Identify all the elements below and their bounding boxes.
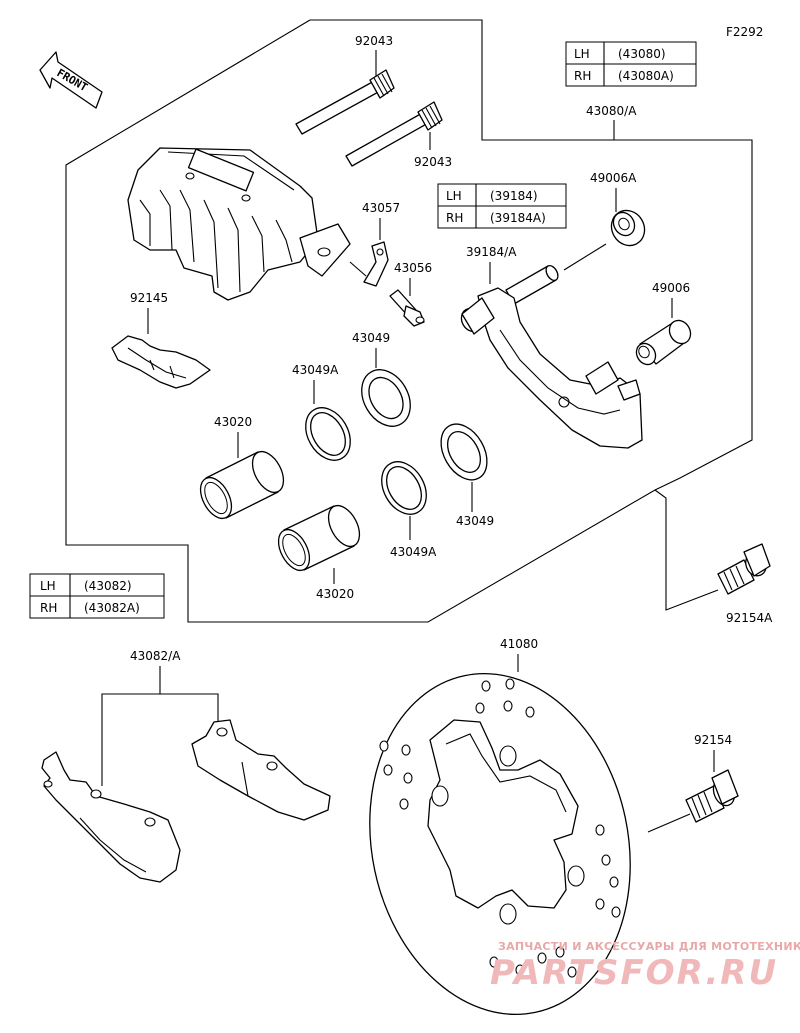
table-code: (43080A) (618, 69, 674, 83)
caliper-body (127, 147, 351, 301)
label-43020-a: 43020 (214, 415, 252, 429)
front-arrow-icon: FRONT (39, 51, 103, 109)
table-39184: LH (39184) RH (39184A) (437, 183, 567, 229)
part-43057 (363, 241, 389, 287)
watermark-logo: PARTSFOR.RU (490, 953, 778, 993)
label-43049A-a: 43049A (292, 363, 339, 377)
part-49006A (610, 209, 646, 247)
pin-92043-top (295, 69, 395, 135)
label-43082A: 43082/A (130, 649, 181, 663)
label-92154: 92154 (694, 733, 732, 747)
label-92154A: 92154A (726, 611, 773, 625)
table-side: LH (40, 579, 56, 593)
piston-43020-a (199, 450, 285, 520)
label-49006: 49006 (652, 281, 690, 295)
brake-disc-41080 (369, 673, 631, 1015)
table-side: RH (446, 211, 463, 225)
brake-pad-left (41, 751, 181, 883)
label-43049-b: 43049 (456, 514, 494, 528)
label-43049-a: 43049 (352, 331, 390, 345)
table-code: (43080) (618, 47, 666, 61)
table-code: (43082A) (84, 601, 140, 615)
table-side: RH (574, 69, 591, 83)
seal-43049-a (361, 369, 411, 427)
brake-pad-right (191, 719, 331, 821)
pin-92043-mid (345, 101, 443, 167)
label-39184A: 39184/A (466, 245, 517, 259)
label-43020-b: 43020 (316, 587, 354, 601)
seal-43049A-a (305, 407, 351, 461)
table-side: RH (40, 601, 57, 615)
diagram-code: F2292 (726, 25, 763, 39)
seal-43049-b (440, 423, 488, 481)
label-92145: 92145 (130, 291, 168, 305)
label-41080: 41080 (500, 637, 538, 651)
part-92145 (111, 335, 211, 389)
table-side: LH (446, 189, 462, 203)
bolt-92154A (717, 543, 771, 595)
part-49006 (635, 319, 692, 366)
label-92043-mid: 92043 (414, 155, 452, 169)
label-43056: 43056 (394, 261, 432, 275)
table-43080: LH (43080) RH (43080A) (565, 41, 697, 87)
table-code: (43082) (84, 579, 132, 593)
seal-43049A-b (381, 461, 427, 515)
table-code: (39184) (490, 189, 538, 203)
label-92043-top: 92043 (355, 34, 393, 48)
piston-43020-b (277, 504, 361, 572)
label-43049A-b: 43049A (390, 545, 437, 559)
part-43056 (389, 289, 425, 327)
watermark-tagline: ЗАПЧАСТИ И АКСЕССУАРЫ ДЛЯ МОТОТЕХНИКИ (498, 940, 800, 953)
table-side: LH (574, 47, 590, 61)
label-49006A: 49006A (590, 171, 637, 185)
table-code: (39184A) (490, 211, 546, 225)
caliper-bracket-39184A (460, 264, 643, 449)
label-43057: 43057 (362, 201, 400, 215)
label-43080A: 43080/A (586, 104, 637, 118)
bolt-92154 (685, 769, 739, 823)
table-43082: LH (43082) RH (43082A) (29, 573, 165, 619)
